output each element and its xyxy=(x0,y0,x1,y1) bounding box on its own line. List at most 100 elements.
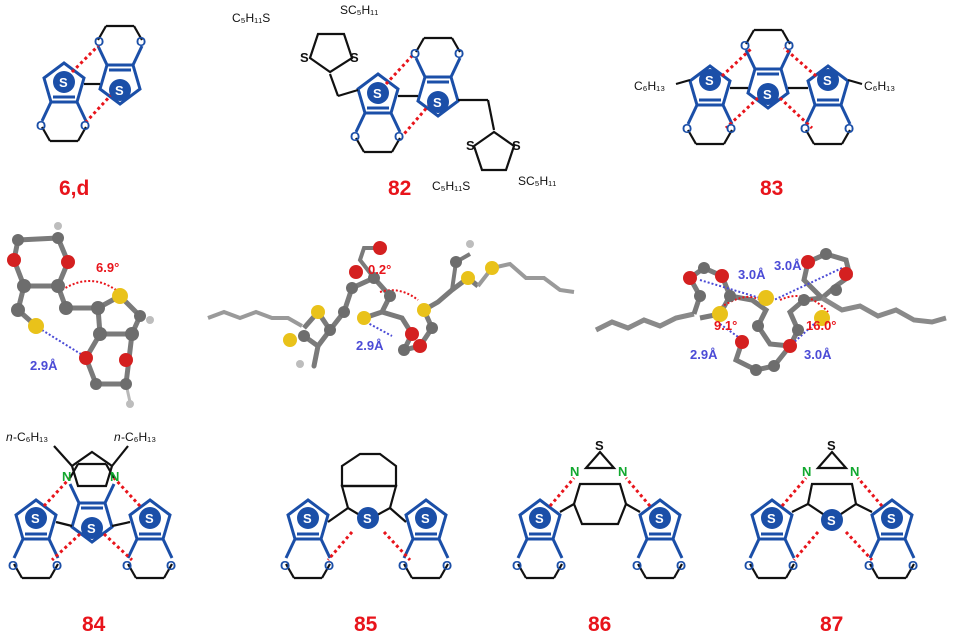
sulfur-atom-icon xyxy=(109,79,131,101)
atom-s: S xyxy=(512,138,521,153)
atom-o: O xyxy=(556,558,566,573)
sulfur-atom-icon xyxy=(699,69,721,91)
atom-o: O xyxy=(52,558,62,573)
atom-o: O xyxy=(80,118,90,133)
atom-o: O xyxy=(784,38,794,53)
substituent-sc5h11: SC₅H₁₁ xyxy=(518,174,556,188)
substituent-c6h13: -C₆H₁₃ xyxy=(121,430,156,444)
molecule-87: S S S S N N O O O O 87 xyxy=(744,438,918,636)
atom-s: S xyxy=(655,511,664,526)
atom-o: O xyxy=(844,121,854,136)
atom-s: S xyxy=(31,511,40,526)
sulfur-atom-icon xyxy=(817,69,839,91)
compound-label-6d: 6,d xyxy=(59,177,89,200)
atom-s: S xyxy=(466,138,475,153)
atom-s: S xyxy=(827,513,836,528)
sulfur-atom-icon xyxy=(761,507,783,529)
compound-label-86: 86 xyxy=(588,613,611,636)
molecule-84: S S S N N O O O O n -C₆H₁₃ n -C₆H₁₃ 84 xyxy=(6,430,176,636)
atom-o: O xyxy=(94,34,104,49)
compound-label-83: 83 xyxy=(760,177,783,200)
molecule-86: S S S N N O O O O 86 xyxy=(512,438,686,636)
distance-label: 2.9Å xyxy=(690,347,718,362)
atom-o: O xyxy=(166,558,176,573)
compound-label-85: 85 xyxy=(354,613,378,636)
substituent-c6h13: -C₆H₁₃ xyxy=(13,430,48,444)
sulfur-atom-icon xyxy=(415,507,437,529)
distance-label: 3.0Å xyxy=(738,267,766,282)
substituent-c6h13: C₆H₁₃ xyxy=(864,79,895,93)
atom-o: O xyxy=(280,558,290,573)
compound-label-87: 87 xyxy=(820,613,843,636)
atom-s: S xyxy=(300,50,309,65)
atom-s: S xyxy=(115,83,124,98)
sulfur-atom-icon xyxy=(25,507,47,529)
atom-o: O xyxy=(800,121,810,136)
atom-n: N xyxy=(850,464,859,479)
atom-s: S xyxy=(763,87,772,102)
substituent-c6h13: C₆H₁₃ xyxy=(634,79,665,93)
atom-s: S xyxy=(827,438,836,453)
sulfur-atom-icon xyxy=(53,71,75,93)
crystal-structure-82: 0.2° 2.9Å xyxy=(207,240,575,369)
atom-s: S xyxy=(595,438,604,453)
atom-s: S xyxy=(433,95,442,110)
compound-label-82: 82 xyxy=(388,177,411,200)
atom-o: O xyxy=(740,38,750,53)
atom-o: O xyxy=(454,46,464,61)
atom-o: O xyxy=(8,558,18,573)
substituent-prefix-n: n xyxy=(114,430,121,444)
atom-n: N xyxy=(802,464,811,479)
atom-s: S xyxy=(887,511,896,526)
atom-o: O xyxy=(324,558,334,573)
atom-o: O xyxy=(442,558,452,573)
atom-o: O xyxy=(512,558,522,573)
atom-o: O xyxy=(350,129,360,144)
distance-label: 3.0Å xyxy=(774,258,802,273)
atom-o: O xyxy=(122,558,132,573)
substituent-c5h11s: C₅H₁₁S xyxy=(432,179,470,193)
atom-o: O xyxy=(410,46,420,61)
substituent-c5h11s: C₅H₁₁S xyxy=(232,11,270,25)
atom-o: O xyxy=(676,558,686,573)
atom-o: O xyxy=(136,34,146,49)
sulfur-atom-icon xyxy=(297,507,319,529)
atom-s: S xyxy=(767,511,776,526)
sulfur-atom-icon xyxy=(757,83,779,105)
atom-s: S xyxy=(350,50,359,65)
atom-s: S xyxy=(535,511,544,526)
sulfur-atom-icon xyxy=(427,91,449,113)
atom-o: O xyxy=(908,558,918,573)
substituent-prefix-n: n xyxy=(6,430,13,444)
torsion-angle-label: 16.0° xyxy=(806,318,837,333)
sulfur-atom-icon xyxy=(649,507,671,529)
atom-s: S xyxy=(705,73,714,88)
torsion-angle-label: 9.1° xyxy=(714,318,737,333)
sulfur-atom-icon xyxy=(81,517,103,539)
sulfur-atom-icon xyxy=(881,507,903,529)
atom-o: O xyxy=(788,558,798,573)
atom-s: S xyxy=(823,73,832,88)
torsion-angle-label: 0.2° xyxy=(368,262,391,277)
substituent-sc5h11: SC₅H₁₁ xyxy=(340,3,378,17)
atom-o: O xyxy=(394,129,404,144)
molecule-82: S S S S S S O O O O C₅H₁₁S SC₅H₁₁ C₅H₁₁S… xyxy=(232,3,556,200)
atom-s: S xyxy=(373,86,382,101)
atom-s: S xyxy=(59,75,68,90)
crystal-structure-83: 3.0Å 3.0Å 9.1° 16.0° 2.9Å 3.0Å xyxy=(594,248,947,376)
sulfur-atom-icon xyxy=(821,509,843,531)
atom-s: S xyxy=(421,511,430,526)
sulfur-atom-icon xyxy=(357,507,379,529)
atom-o: O xyxy=(726,121,736,136)
crystal-structure-6d: 6.9° 2.9Å xyxy=(7,222,154,408)
atom-n: N xyxy=(570,464,579,479)
molecule-85: S S S O O O O 85 xyxy=(280,452,452,636)
atom-n: N xyxy=(618,464,627,479)
atom-o: O xyxy=(398,558,408,573)
atom-o: O xyxy=(864,558,874,573)
distance-label: 2.9Å xyxy=(30,358,58,373)
molecule-83: S S S O O O O O O C₆H₁₃ C₆H₁₃ 83 xyxy=(634,28,895,200)
atom-s: S xyxy=(363,511,372,526)
distance-label: 3.0Å xyxy=(804,347,832,362)
